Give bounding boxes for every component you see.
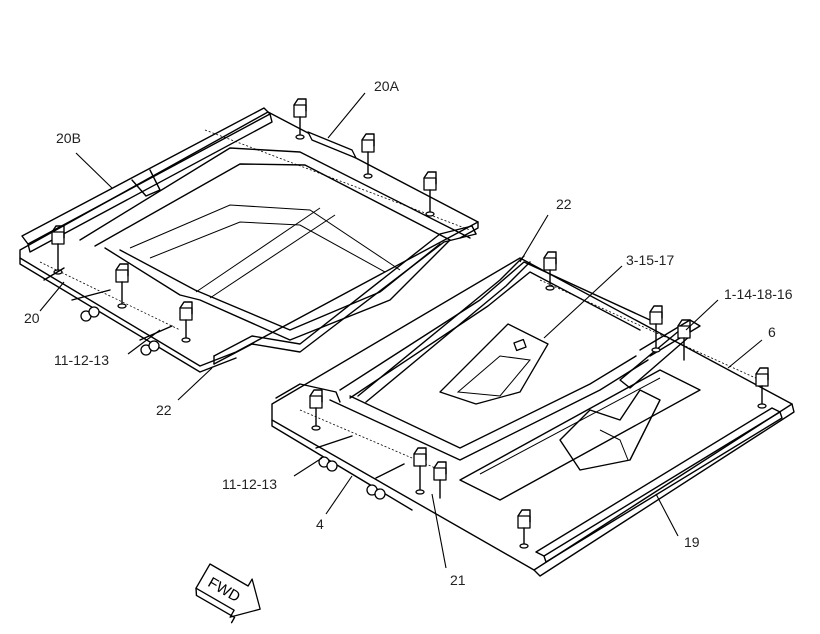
callout-6: 6 [768,324,776,340]
clip-icon [517,509,531,549]
clip-icon [543,251,557,291]
callout-20: 20 [24,310,40,326]
callout-19: 19 [684,534,700,550]
callout-1-14-18-16: 1-14-18-16 [724,286,793,302]
hinge-hardware [315,435,405,500]
callout-22-top: 22 [556,196,572,212]
clip-icon [755,367,769,409]
callout-20b: 20B [56,130,81,146]
clip-icon [649,305,663,353]
callout-11-12-13-bottom: 11-12-13 [222,476,278,492]
callout-22-bottom: 22 [156,402,172,418]
callout-11-12-13-left: 11-12-13 [54,352,110,368]
callout-20a: 20A [374,78,399,94]
callout-4: 4 [316,516,324,532]
callout-3-15-17: 3-15-17 [626,252,675,268]
clip-icon [309,389,323,431]
front-floor-panel [271,255,795,577]
clip-icon [179,301,193,343]
rear-floor-panel [19,107,479,373]
callout-21: 21 [450,572,466,588]
clip-icon [433,461,447,499]
clip-icon [293,98,307,140]
clip-icon [115,263,129,309]
clip-icon [361,133,375,179]
clip-icon [413,447,427,495]
clip-icon [51,225,65,275]
rear-floor-clips [43,98,437,356]
forward-arrow-icon: FWD [195,563,261,624]
clip-icon [677,319,691,361]
leader-lines [39,92,763,569]
front-floor-clips [309,251,769,549]
clip-icon [423,171,437,217]
